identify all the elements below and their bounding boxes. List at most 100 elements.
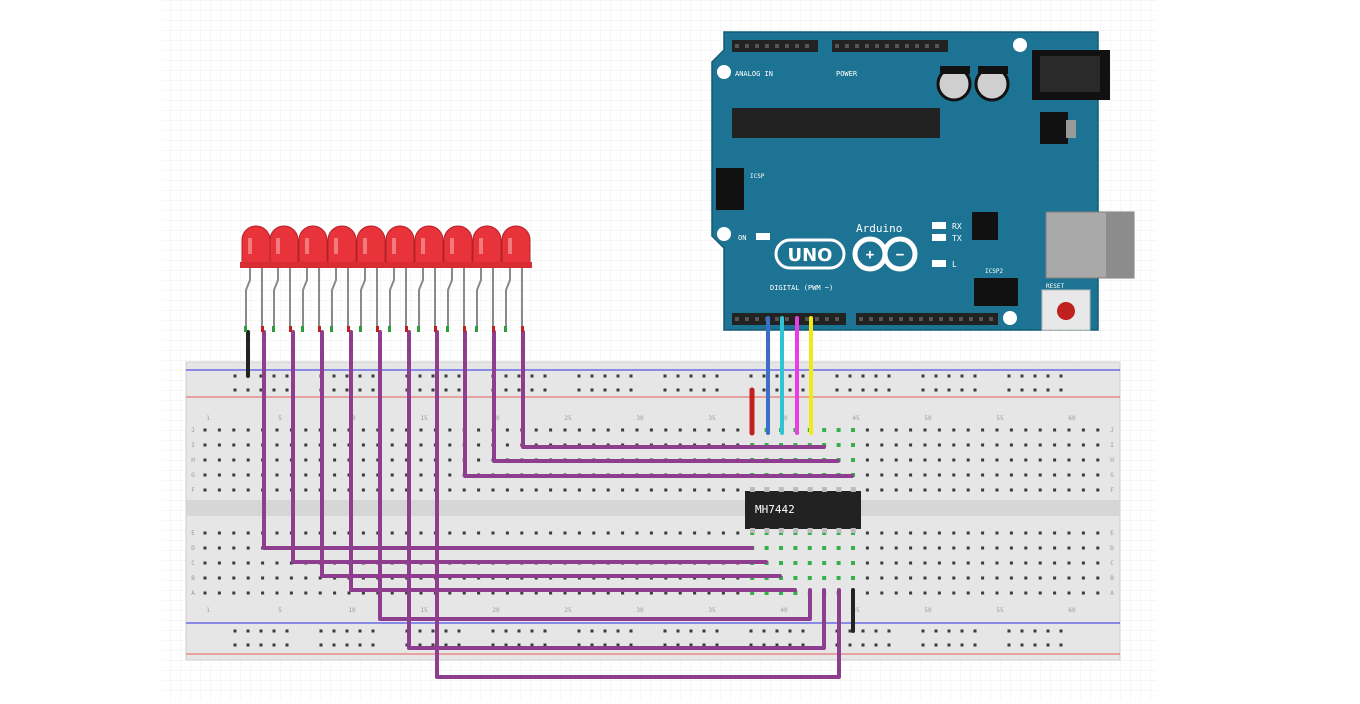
rail-hole	[345, 374, 349, 378]
rail-hole	[517, 629, 521, 633]
bb-hole	[1096, 458, 1100, 462]
bb-hole-active	[807, 546, 812, 550]
bb-hole	[462, 488, 466, 492]
rail-hole	[530, 643, 534, 647]
led-tip	[463, 326, 466, 332]
bb-hole	[894, 443, 898, 447]
row-letter: B	[191, 575, 195, 582]
breadboard: 1155101015152020252530303535404045455050…	[185, 361, 1121, 661]
bb-hole	[1024, 488, 1028, 492]
rail-hole	[233, 374, 237, 378]
bb-hole	[966, 576, 970, 580]
rail-hole	[749, 629, 753, 633]
row-letter: I	[191, 442, 195, 449]
rail-hole	[749, 643, 753, 647]
bb-hole	[966, 546, 970, 550]
icsp2-header	[974, 278, 1018, 306]
bb-hole	[606, 591, 610, 595]
bb-hole-active	[793, 546, 798, 550]
bb-hole	[909, 576, 913, 580]
rail-hole	[371, 629, 375, 633]
rail-hole	[775, 388, 779, 392]
l-led	[932, 260, 946, 267]
rail-hole	[418, 629, 422, 633]
led-leg-cathode	[302, 266, 308, 332]
bb-hole	[577, 531, 581, 535]
bb-hole	[635, 591, 639, 595]
bb-hole	[592, 591, 596, 595]
header-pin	[805, 44, 809, 48]
rail-hole	[1059, 374, 1063, 378]
led-tip	[405, 326, 408, 332]
bb-hole	[232, 576, 236, 580]
column-number-bottom: 1	[206, 607, 210, 614]
bb-hole	[894, 473, 898, 477]
bb-hole	[1038, 546, 1042, 550]
bb-hole	[880, 591, 884, 595]
bb-hole	[923, 546, 927, 550]
bb-hole	[405, 488, 409, 492]
header-pin	[775, 317, 779, 321]
rail-hole	[874, 374, 878, 378]
column-number-top: 25	[564, 415, 572, 422]
led-rim	[240, 262, 272, 268]
rail-hole	[504, 629, 508, 633]
led-body	[472, 225, 502, 265]
bb-hole	[1067, 576, 1071, 580]
rail-hole	[1020, 388, 1024, 392]
bb-hole	[952, 473, 956, 477]
bb-hole	[448, 591, 452, 595]
chip-pin-top	[807, 487, 813, 492]
bb-hole	[1081, 546, 1085, 550]
rail-hole	[676, 374, 680, 378]
bb-hole	[952, 546, 956, 550]
chip-pin-bottom	[793, 528, 799, 533]
bb-hole	[981, 546, 985, 550]
bb-hole	[923, 576, 927, 580]
bb-hole	[577, 428, 581, 432]
icsp-label: ICSP	[750, 173, 765, 180]
column-number-top: 55	[996, 415, 1004, 422]
rail-hole	[934, 374, 938, 378]
rail-hole	[444, 388, 448, 392]
bb-hole	[505, 531, 509, 535]
header-pin	[835, 44, 839, 48]
bb-hole	[995, 488, 999, 492]
chip-pin-top	[836, 487, 842, 492]
bb-hole	[1053, 488, 1057, 492]
column-number-bottom: 60	[1068, 607, 1076, 614]
bb-hole	[707, 531, 711, 535]
bb-hole	[304, 443, 308, 447]
rail-hole	[371, 374, 375, 378]
bb-hole	[376, 473, 380, 477]
bb-hole-active	[807, 561, 812, 565]
capacitor-2-top	[978, 66, 1008, 74]
bb-hole	[333, 488, 337, 492]
bb-hole	[232, 458, 236, 462]
bb-hole-active	[750, 591, 755, 595]
rail-hole	[689, 629, 693, 633]
bb-hole	[1024, 473, 1028, 477]
chip-pin-bottom	[778, 528, 784, 533]
led-tip	[272, 326, 275, 332]
rail-hole	[801, 643, 805, 647]
bb-hole	[390, 531, 394, 535]
chip-pin-top	[822, 487, 827, 492]
wire-led-4	[349, 330, 797, 592]
bb-hole	[1024, 531, 1028, 535]
bb-hole	[909, 443, 913, 447]
rail-hole	[431, 374, 435, 378]
bb-hole	[621, 531, 625, 535]
bb-hole	[333, 428, 337, 432]
reset-button-cap[interactable]	[1057, 302, 1075, 320]
bb-hole	[937, 473, 941, 477]
bb-hole	[405, 473, 409, 477]
chip-pin-top	[793, 487, 799, 492]
led-leg-cathode	[418, 266, 424, 332]
rail-hole	[1046, 374, 1050, 378]
bb-hole	[232, 428, 236, 432]
rail-hole	[1007, 643, 1011, 647]
bb-hole	[894, 458, 898, 462]
header-pin	[905, 44, 909, 48]
led-tip	[388, 326, 391, 332]
